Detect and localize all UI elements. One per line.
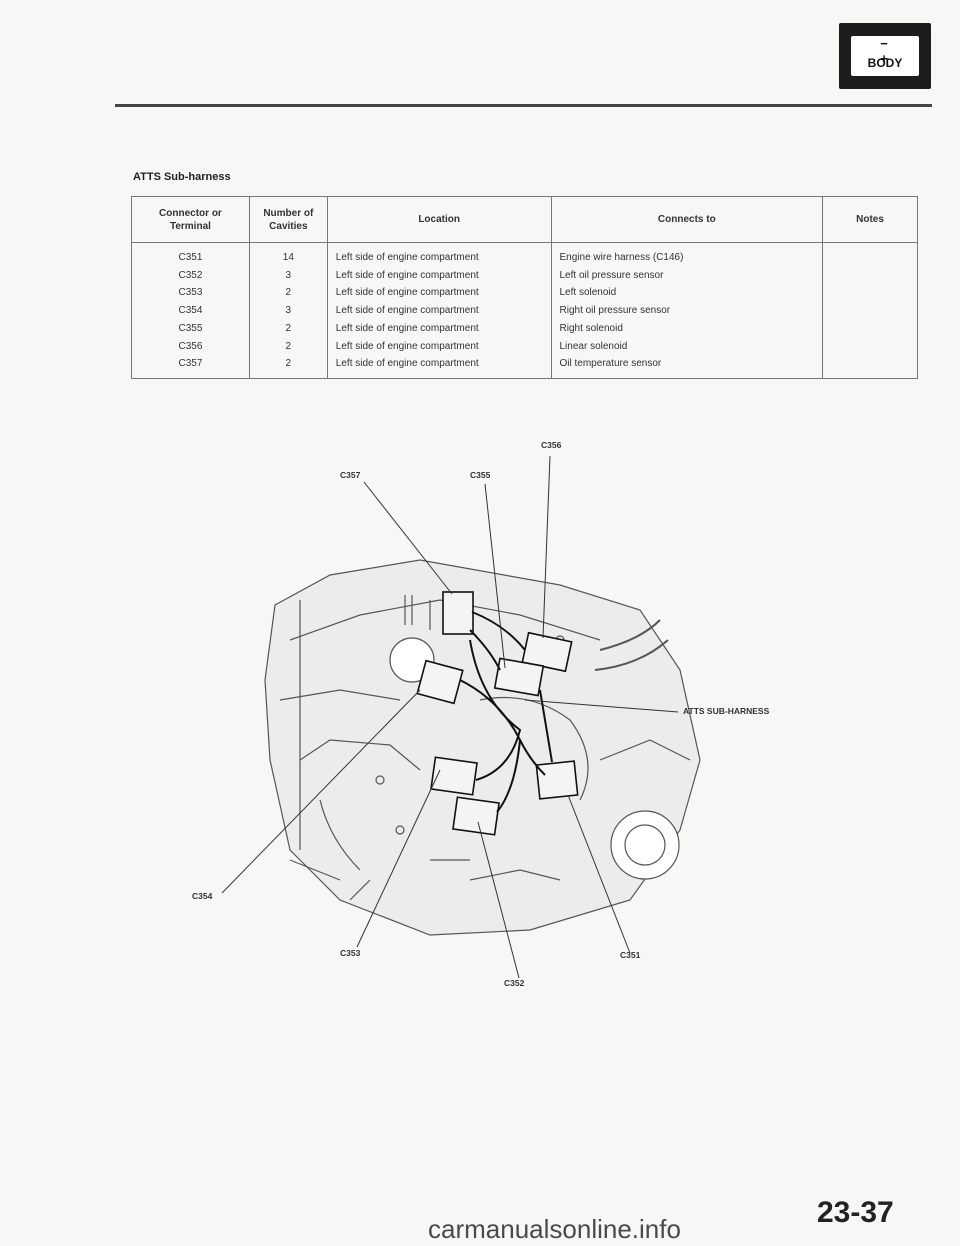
notes-column	[822, 242, 918, 379]
harness-connectors	[416, 591, 579, 836]
label-c355: C355	[470, 470, 491, 480]
header-notes: Notes	[822, 196, 918, 243]
harness-wires	[459, 611, 553, 813]
leader-lines	[221, 455, 679, 979]
label-c356: C356	[541, 440, 562, 450]
body-section-badge: − + BODY	[839, 23, 931, 89]
c355-connector	[493, 657, 545, 697]
battery-icon: − + BODY	[851, 36, 919, 76]
c352-connector	[452, 796, 500, 836]
c351-connector	[535, 760, 579, 800]
label-c357: C357	[340, 470, 361, 480]
header-connects-to: Connects to	[550, 196, 824, 243]
label-atts-sub-harness: ATTS SUB-HARNESS	[683, 706, 770, 716]
transmission-illustration	[264, 559, 701, 936]
c353-connector	[430, 756, 478, 796]
header-rule	[115, 104, 932, 107]
section-title: ATTS Sub-harness	[133, 171, 231, 183]
badge-signs: − +	[880, 36, 902, 66]
header-location: Location	[326, 196, 552, 243]
label-c352: C352	[504, 978, 525, 988]
label-c354: C354	[192, 891, 213, 901]
label-c351: C351	[620, 950, 641, 960]
label-c353: C353	[340, 948, 361, 958]
c357-connector	[442, 591, 474, 635]
c354-connector	[416, 659, 464, 705]
badge-label: BODY	[867, 56, 903, 70]
connects-to-column: Engine wire harness (C146)Left oil press…	[550, 242, 824, 379]
page-number: 23-37	[817, 1196, 894, 1229]
watermark[interactable]: carmanualsonline.info	[428, 1214, 681, 1244]
